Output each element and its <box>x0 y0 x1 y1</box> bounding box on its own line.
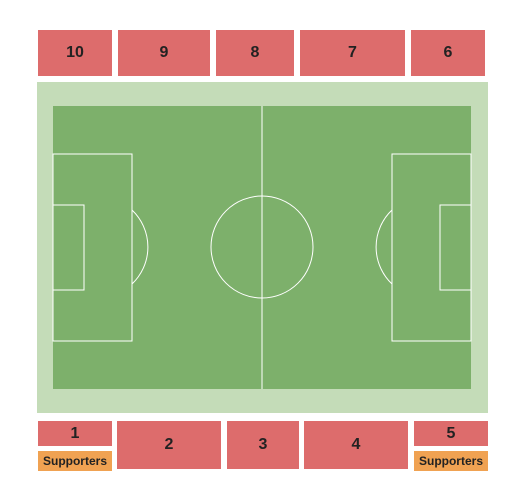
section-8-label: 8 <box>250 44 260 61</box>
section-3[interactable]: 3 <box>227 421 299 469</box>
section-5[interactable]: 5 <box>414 421 488 446</box>
section-7-label: 7 <box>348 44 357 61</box>
section-1-label: 1 <box>70 424 80 442</box>
section-6-label: 6 <box>443 44 453 61</box>
section-5-label: 5 <box>446 424 456 442</box>
supporters-right[interactable]: Supporters <box>414 451 488 471</box>
section-2[interactable]: 2 <box>117 421 221 469</box>
pitch-drawing <box>37 82 488 413</box>
section-8[interactable]: 8 <box>216 30 294 76</box>
left-goal-area <box>52 204 85 291</box>
section-1[interactable]: 1 <box>38 421 112 446</box>
section-9-label: 9 <box>159 44 169 61</box>
section-4-label: 4 <box>351 436 361 453</box>
right-goal-area <box>439 204 472 291</box>
center-circle <box>210 195 314 299</box>
section-10[interactable]: 10 <box>38 30 112 76</box>
section-3-label: 3 <box>258 436 268 453</box>
section-7[interactable]: 7 <box>300 30 405 76</box>
supporters-left[interactable]: Supporters <box>38 451 112 471</box>
section-4[interactable]: 4 <box>304 421 408 469</box>
section-10-label: 10 <box>66 44 84 61</box>
section-9[interactable]: 9 <box>118 30 210 76</box>
right-penalty-arc <box>375 209 393 285</box>
supporters-left-label: Supporters <box>42 454 107 468</box>
section-2-label: 2 <box>164 436 174 453</box>
supporters-right-label: Supporters <box>418 454 483 468</box>
pitch <box>37 82 488 413</box>
left-penalty-arc <box>131 209 149 285</box>
section-6[interactable]: 6 <box>411 30 485 76</box>
